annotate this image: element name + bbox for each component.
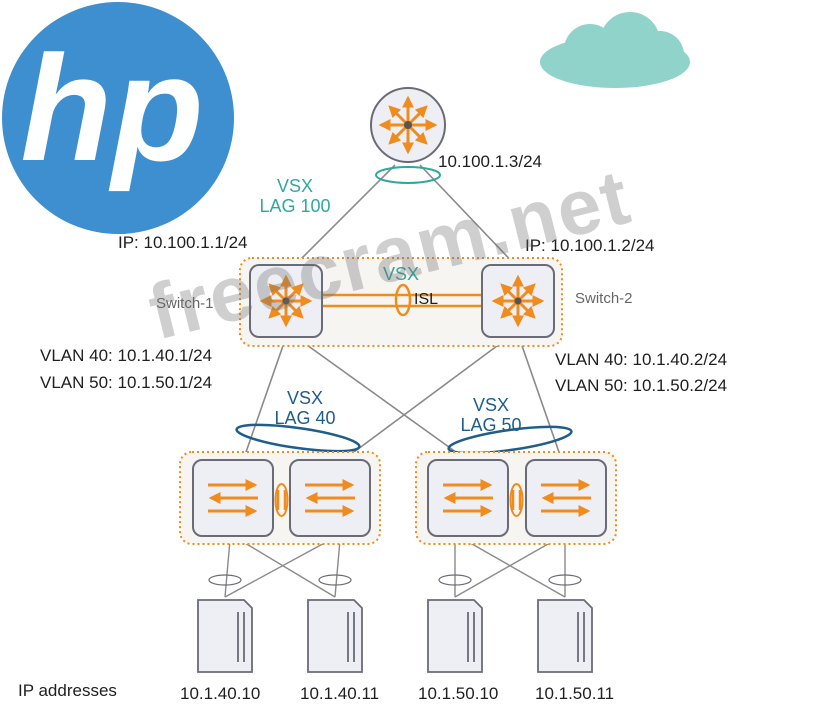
server-2-icon bbox=[307, 599, 363, 673]
hp-logo: hp bbox=[2, 2, 234, 234]
access-switch-4-icon bbox=[525, 459, 607, 537]
lag-40-ring bbox=[235, 423, 361, 453]
switch-1-icon bbox=[249, 264, 323, 338]
lag-100-ring bbox=[375, 166, 441, 184]
vsx-lag-100-line1: VSX bbox=[276, 176, 314, 196]
switch-2-icon bbox=[481, 264, 555, 338]
isl-lag-ring bbox=[394, 283, 412, 317]
isl-40-link bbox=[274, 483, 289, 517]
switch-1-vlan40-label: VLAN 40: 10.1.40.1/24 bbox=[40, 346, 213, 365]
router-ip-label: 10.100.1.3/24 bbox=[438, 152, 542, 171]
vsx-lag-50-line1: VSX bbox=[472, 395, 510, 415]
access-switch-1-icon bbox=[192, 459, 274, 537]
access-switch-3-icon bbox=[427, 459, 509, 537]
vsx-lag-40-line2: LAG 40 bbox=[274, 408, 336, 428]
access-switch-2-icon bbox=[289, 459, 371, 537]
server-1-icon bbox=[197, 599, 253, 673]
switch-2-vlan40-label: VLAN 40: 10.1.40.2/24 bbox=[555, 350, 728, 369]
vsx-lag-50-line2: LAG 50 bbox=[460, 415, 522, 435]
ip-addresses-caption: IP addresses bbox=[18, 681, 117, 700]
vsx-lag-40-label: VSX LAG 40 bbox=[270, 388, 340, 428]
switch-1-vlan50-label: VLAN 50: 10.1.50.1/24 bbox=[40, 373, 213, 392]
isl-link bbox=[322, 293, 482, 308]
server-4-ip: 10.1.50.11 bbox=[535, 684, 615, 703]
vsx-lag-100-label: VSX LAG 100 bbox=[252, 176, 338, 216]
server-links bbox=[224, 539, 566, 598]
core-vsx-label: VSX bbox=[382, 264, 420, 284]
hp-logo-text: hp bbox=[20, 24, 203, 192]
server-4-icon bbox=[537, 599, 593, 673]
switch-1-ip-label: IP: 10.100.1.1/24 bbox=[118, 233, 248, 252]
switch-2-name: Switch-2 bbox=[575, 290, 633, 307]
switch-1-name: Switch-1 bbox=[156, 295, 214, 312]
cloud-icon bbox=[540, 12, 690, 88]
core-downlinks bbox=[244, 339, 561, 456]
server-lag-rings bbox=[208, 574, 582, 586]
vsx-lag-100-line2: LAG 100 bbox=[259, 196, 331, 216]
isl-50-link bbox=[509, 483, 524, 517]
switch-2-vlan50-label: VLAN 50: 10.1.50.2/24 bbox=[555, 376, 728, 395]
vsx-lag-50-label: VSX LAG 50 bbox=[455, 395, 527, 435]
server-3-icon bbox=[427, 599, 483, 673]
isl-label: ISL bbox=[414, 291, 439, 308]
server-2-ip: 10.1.40.11 bbox=[300, 684, 380, 703]
router-icon bbox=[370, 87, 446, 163]
server-3-ip: 10.1.50.10 bbox=[418, 684, 499, 703]
server-1-ip: 10.1.40.10 bbox=[180, 684, 261, 703]
switch-2-ip-label: IP: 10.100.1.2/24 bbox=[525, 236, 655, 255]
lag-50-ring bbox=[447, 425, 573, 455]
vsx-lag-40-line1: VSX bbox=[286, 388, 324, 408]
router-uplinks bbox=[289, 164, 521, 271]
